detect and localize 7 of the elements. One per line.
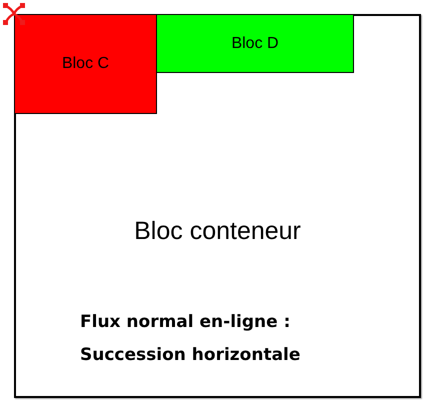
block-label: Bloc C [60,54,110,74]
block-box [156,14,354,73]
container-box [14,14,421,398]
container-label: Bloc conteneur [133,217,302,246]
block-label: Bloc D [230,34,280,53]
block-box [14,14,157,114]
flow-note: Flux normal en-ligne : Succession horizontale [80,311,302,367]
